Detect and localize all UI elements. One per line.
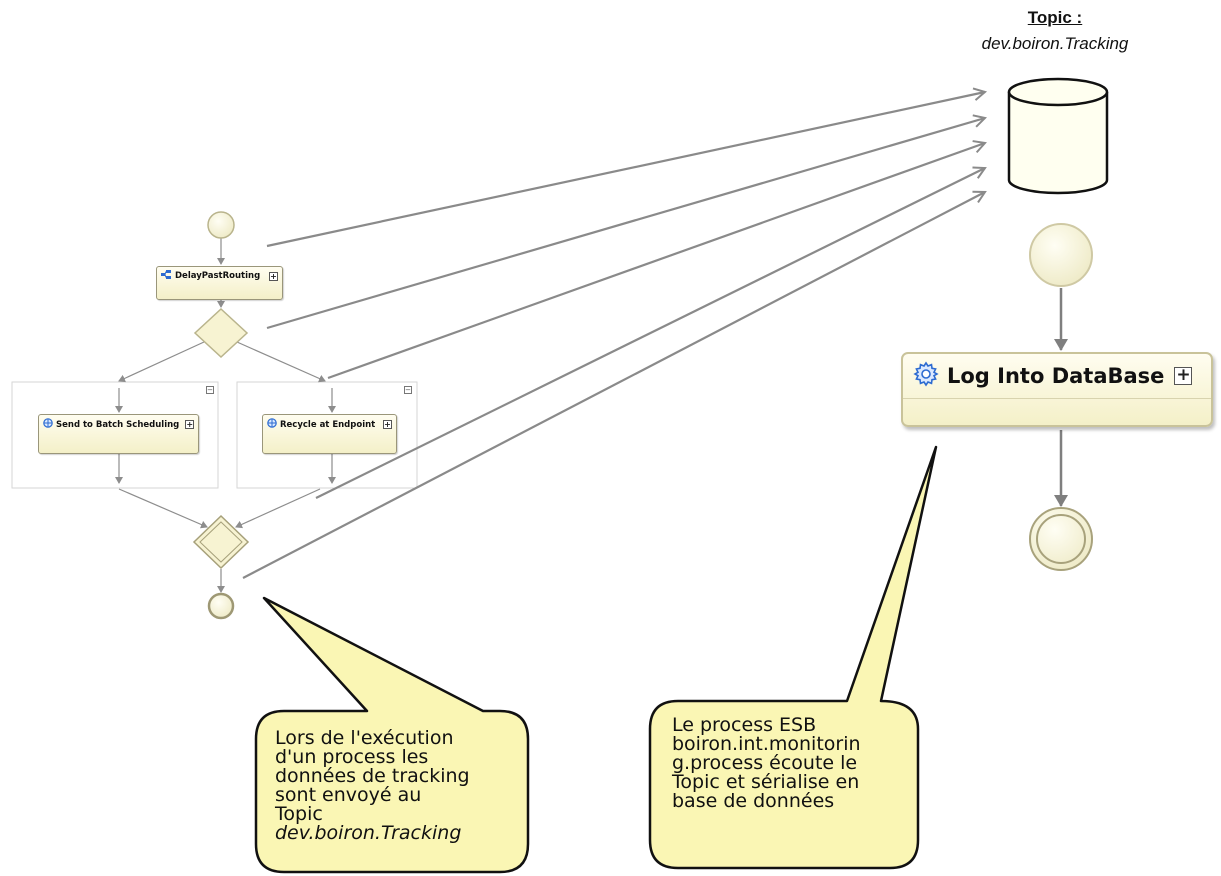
callout-line: Topic [275, 803, 323, 825]
join-gateway [192, 514, 250, 570]
topic-heading: Topic : [1027, 8, 1083, 27]
flow-gateway-to-batch [118, 341, 205, 383]
expand-plus-icon[interactable]: + [185, 420, 195, 429]
flow-gateway-to-recycle [236, 341, 326, 383]
task-label: Log Into DataBase [947, 364, 1165, 388]
callout-left-text: Lors de l'exécution d'un process les don… [275, 729, 470, 843]
tracking-arrow-3 [327, 143, 985, 380]
callout-topic-name: dev.boiron.Tracking [275, 822, 462, 844]
task-label: DelayPastRouting [175, 271, 261, 281]
tracking-arrow-2 [266, 118, 985, 330]
callout-line: Topic et sérialise en [672, 771, 860, 793]
topic-cylinder-icon [1007, 77, 1109, 195]
callout-line: g.process écoute le [672, 752, 858, 774]
gear-icon [913, 361, 939, 392]
tracking-arrow-4 [315, 168, 985, 499]
callout-left [254, 596, 530, 874]
connector-icon [161, 270, 172, 282]
callout-line: Le process ESB [672, 714, 817, 736]
collapse-minus-icon[interactable]: – [206, 385, 214, 394]
callout-line: base de données [672, 790, 835, 812]
collapse-minus-icon[interactable]: – [404, 385, 412, 394]
flow-recycle-to-join [235, 488, 321, 529]
right-end-event [1029, 507, 1093, 571]
topic-name: dev.boiron.Tracking [981, 34, 1129, 53]
globe-service-icon [267, 418, 277, 431]
task-send-to-batch-scheduling[interactable]: Send to Batch Scheduling + [38, 414, 199, 454]
right-start-event [1029, 223, 1093, 287]
split-gateway [193, 307, 249, 359]
expand-plus-icon[interactable]: + [383, 420, 392, 429]
start-event [207, 211, 235, 239]
callout-right-text: Le process ESB boiron.int.monitorin g.pr… [672, 716, 861, 811]
callout-line: d'un process les [275, 746, 429, 768]
task-log-into-database[interactable]: Log Into DataBase + [901, 352, 1213, 427]
callout-line: données de tracking [275, 765, 470, 787]
expand-plus-icon[interactable]: + [1174, 365, 1193, 385]
callout-right [648, 445, 938, 870]
task-recycle-at-endpoint[interactable]: Recycle at Endpoint + [262, 414, 397, 454]
tracking-arrow-1 [266, 92, 985, 248]
task-label: Recycle at Endpoint [280, 419, 376, 430]
task-delay-past-routing[interactable]: DelayPastRouting + [156, 266, 283, 300]
task-label: Send to Batch Scheduling [56, 419, 180, 430]
end-event [207, 592, 235, 620]
tracking-arrow-5 [242, 192, 985, 579]
expand-plus-icon[interactable]: + [269, 271, 278, 281]
callout-line: Lors de l'exécution [275, 727, 454, 749]
flow-batch-to-join [118, 488, 208, 529]
globe-service-icon [43, 418, 53, 431]
callout-line: sont envoyé au [275, 784, 422, 806]
callout-line: boiron.int.monitorin [672, 733, 861, 755]
